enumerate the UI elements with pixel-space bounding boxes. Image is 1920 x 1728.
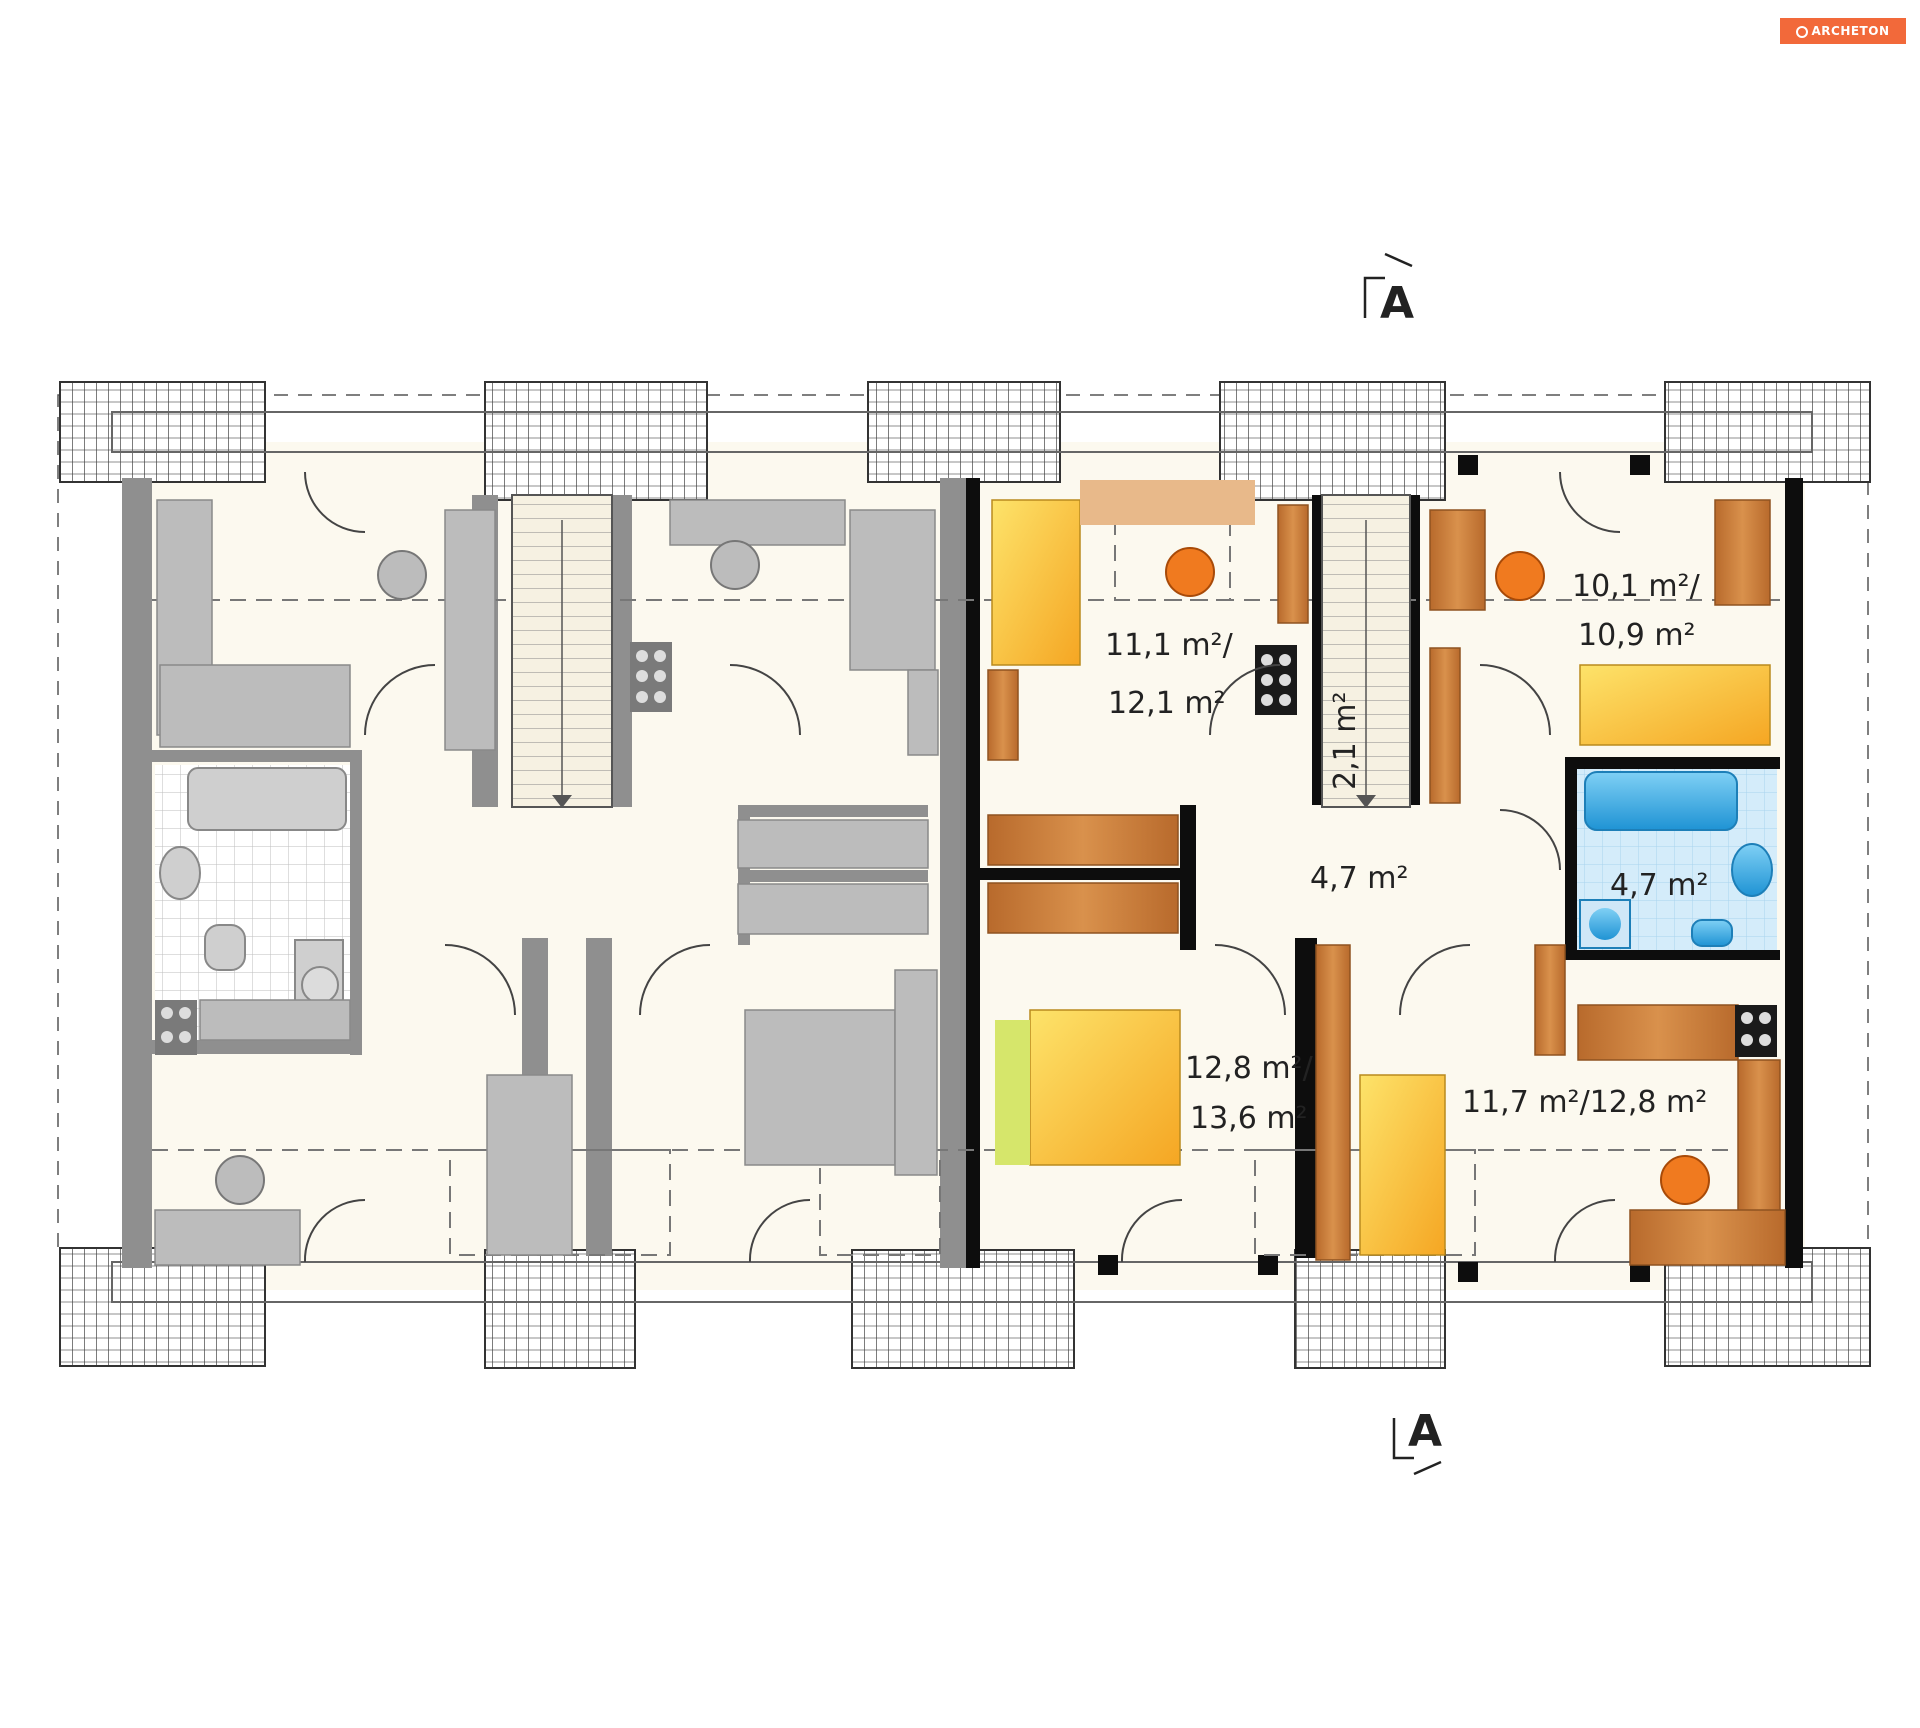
chairs-left-unit [215, 540, 760, 1205]
section-marker-top: A [1380, 278, 1414, 329]
area-stair: 2,1 m² [1328, 692, 1363, 791]
area-room-bottom-center-b: 13,6 m² [1190, 1101, 1308, 1136]
beds-right-unit [991, 499, 1771, 1256]
area-room-top-center: 11,1 m²/ [1105, 628, 1234, 663]
roof-outline [57, 394, 1869, 1256]
dormers-bottom [59, 1247, 1871, 1369]
archeton-logo: ARCHETON [1780, 18, 1906, 44]
area-hall: 4,7 m² [1310, 861, 1409, 896]
door-swings [303, 471, 1621, 1263]
area-room-top-center-b: 12,1 m² [1108, 686, 1226, 721]
furniture-left-unit [154, 499, 939, 1266]
cooktop-left [155, 642, 672, 1055]
section-line-bottom [1392, 1418, 1442, 1476]
chairs-right-unit [1165, 547, 1710, 1205]
walls-right-unit [966, 455, 1803, 1282]
logo-mark-icon [1796, 26, 1809, 38]
section-line-top [1363, 252, 1413, 318]
section-marker-bottom: A [1408, 1406, 1442, 1457]
bathroom-right [1577, 769, 1777, 950]
area-room-bottom-right: 11,7 m²/12,8 m² [1462, 1085, 1707, 1120]
area-bathroom: 4,7 m² [1610, 868, 1709, 903]
staircase-right [1321, 494, 1411, 808]
bathroom-left [155, 765, 350, 1040]
desks-right-unit [1080, 480, 1255, 525]
dormers-top [59, 381, 1871, 501]
cooktop-right [1255, 645, 1777, 1057]
area-room-bottom-center: 12,8 m²/ [1185, 1051, 1314, 1086]
staircase-left [511, 494, 613, 808]
wood-furniture-right-unit [987, 499, 1786, 1266]
logo-text: ARCHETON [1811, 24, 1890, 38]
area-room-top-right-b: 10,9 m² [1578, 618, 1696, 653]
area-room-top-right: 10,1 m²/ [1572, 569, 1701, 604]
